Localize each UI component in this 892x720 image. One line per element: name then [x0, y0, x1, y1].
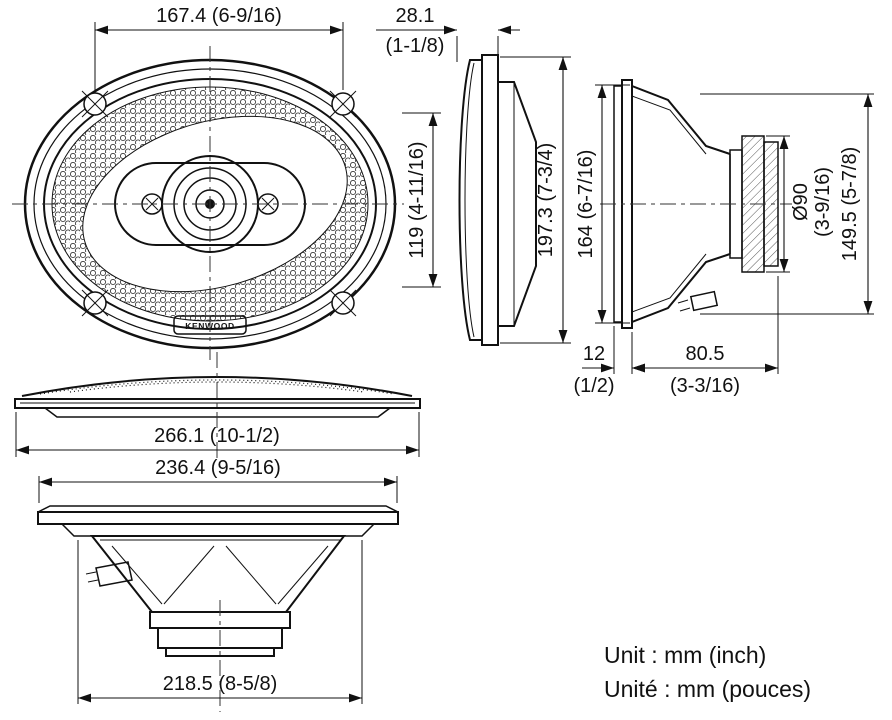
- dim-overall-height: 197.3 (7-3/4): [500, 56, 571, 344]
- dim-magnet-diameter: Ø90 (3-9/16): [766, 135, 834, 273]
- dim-magnet-diameter-in: (3-9/16): [812, 167, 834, 237]
- dim-mounting-depth-mm: 80.5: [686, 343, 725, 365]
- unit-note-en: Unit : mm (inch): [604, 642, 766, 668]
- dim-magnet-diameter-mm: Ø90: [790, 183, 812, 221]
- mounting-screws: [81, 90, 357, 317]
- dim-cutout-length: 218.5 (8-5/8): [77, 540, 363, 704]
- terminal: [85, 561, 133, 587]
- dim-flange-length-label: 236.4 (9-5/16): [155, 457, 281, 479]
- flat-edge-view: [14, 352, 421, 462]
- unit-note-fr: Unité : mm (pouces): [604, 676, 811, 702]
- dim-front-protrusion-mm: 12: [583, 343, 605, 365]
- dim-overall-length: 266.1 (10-1/2): [15, 412, 420, 457]
- cross-section-view: [600, 79, 792, 329]
- dim-overall-height-label: 197.3 (7-3/4): [535, 143, 557, 258]
- unit-notes: Unit : mm (inch) Unité : mm (pouces): [604, 642, 811, 702]
- dim-cutout-height: 149.5 (5-7/8): [700, 93, 874, 315]
- dim-front-protrusion: 12 (1/2): [573, 326, 650, 397]
- dim-cutout-length-label: 218.5 (8-5/8): [163, 673, 278, 695]
- dim-front-center-height-label: 119 (4-11/16): [406, 141, 428, 258]
- dim-grille-depth-mm: 28.1: [396, 5, 435, 27]
- bottom-side-view: [37, 505, 399, 712]
- terminal: [677, 290, 719, 312]
- dim-grille-depth-in: (1-1/8): [386, 35, 445, 57]
- dim-front-width: 167.4 (6-9/16): [94, 5, 344, 90]
- dim-front-width-label: 167.4 (6-9/16): [156, 5, 282, 27]
- dim-cutout-height-label: 149.5 (5-7/8): [839, 147, 861, 262]
- dim-mounting-depth: 80.5 (3-3/16): [632, 276, 779, 397]
- side-profile-view: [458, 54, 537, 346]
- front-view: KENWOOD: [12, 46, 404, 360]
- dim-mounting-depth-in: (3-3/16): [670, 375, 740, 397]
- dim-front-center-height: 119 (4-11/16): [402, 112, 441, 288]
- dim-front-protrusion-in: (1/2): [573, 375, 614, 397]
- dim-frame-height-label: 164 (6-7/16): [575, 150, 597, 259]
- dim-overall-length-label: 266.1 (10-1/2): [154, 425, 280, 447]
- dim-frame-height: 164 (6-7/16): [575, 84, 630, 324]
- dim-flange-length: 236.4 (9-5/16): [38, 457, 398, 503]
- dim-grille-depth: 28.1 (1-1/8): [376, 5, 520, 62]
